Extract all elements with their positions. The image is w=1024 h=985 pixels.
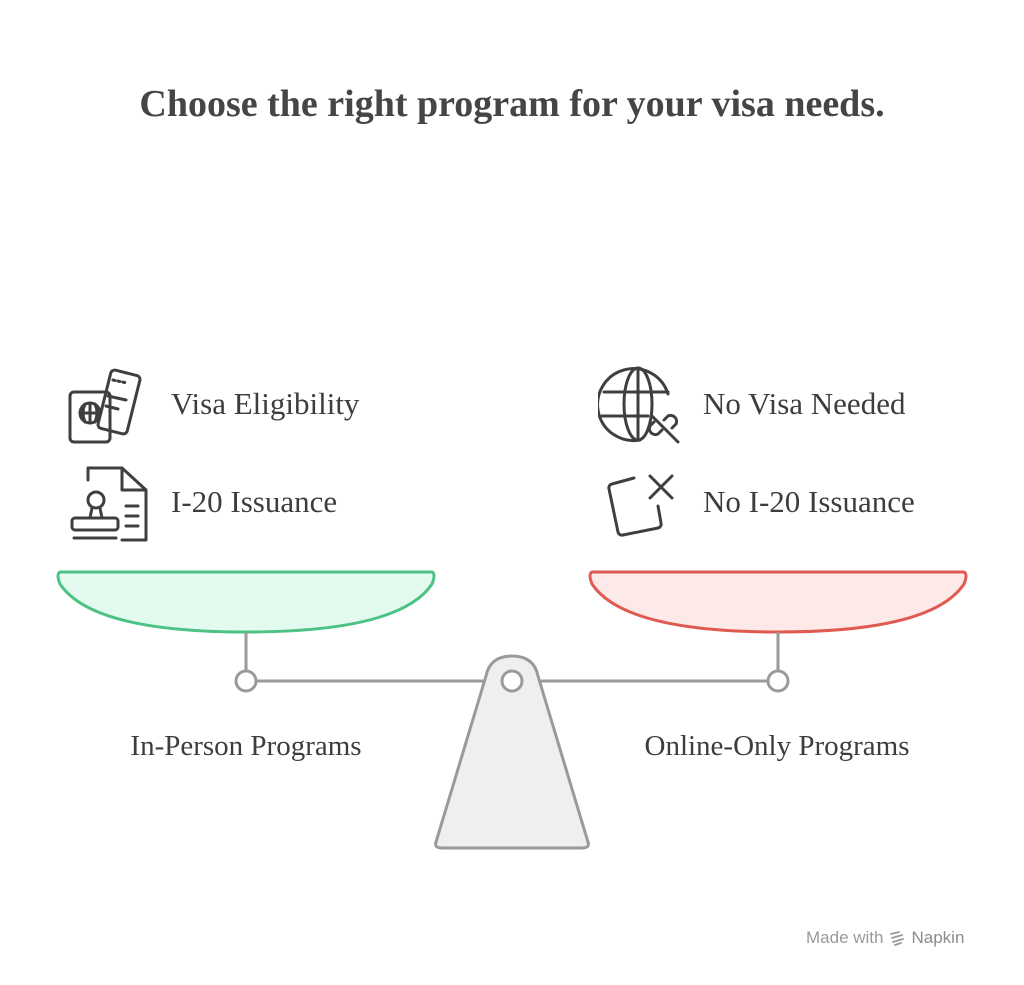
- item-label-visa-eligibility: Visa Eligibility: [171, 386, 360, 421]
- passport-ticket-icon: [68, 368, 142, 444]
- item-label-i20-issuance: I-20 Issuance: [171, 484, 338, 519]
- item-label-no-visa-needed: No Visa Needed: [703, 386, 906, 421]
- napkin-logo-icon: [890, 931, 905, 946]
- scale-fulcrum: [434, 654, 590, 850]
- left-side-label: In-Person Programs: [130, 730, 362, 762]
- right-side-label: Online-Only Programs: [644, 730, 910, 762]
- item-label-no-i20-issuance: No I-20 Issuance: [703, 484, 915, 519]
- globe-broken-link-icon: [598, 366, 680, 444]
- left-pan: [56, 570, 436, 634]
- page-title: Choose the right program for your visa n…: [139, 83, 885, 125]
- document-stamp-icon: [70, 466, 148, 542]
- document-x-icon: [607, 474, 674, 537]
- made-with-badge[interactable]: Made with Napkin: [806, 928, 964, 948]
- napkin-brand: Napkin: [911, 928, 965, 947]
- made-with-text: Made with: [806, 928, 884, 947]
- right-pan: [588, 570, 968, 634]
